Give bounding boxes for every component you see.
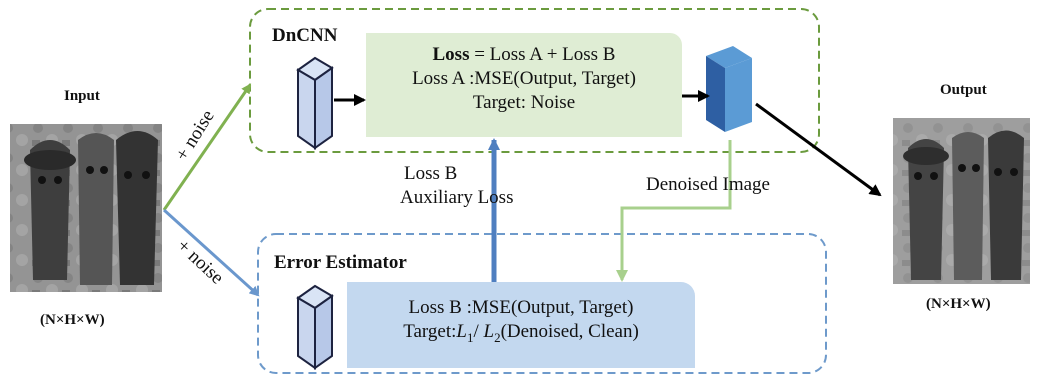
dncnn-target-text: Target: Noise: [472, 92, 576, 113]
norm-separator: /: [473, 321, 484, 342]
l1-symbol: L: [456, 321, 467, 342]
l2-subscript: 2: [494, 329, 501, 345]
output-cube-icon: [706, 46, 752, 132]
loss-a-text: Loss A :MSE(Output, Target): [412, 68, 636, 89]
error-estimator-region: [257, 233, 827, 374]
loss-b-line1: Loss B: [404, 163, 458, 184]
noise-label-top: + noise: [171, 106, 218, 164]
loss-formula: = Loss A + Loss B: [469, 44, 616, 65]
denoised-image-label: Denoised Image: [646, 174, 770, 195]
dncnn-title: DnCNN: [272, 25, 338, 46]
l2-symbol: L: [483, 321, 495, 342]
output-title: Output: [940, 82, 987, 98]
loss-label: Loss: [432, 44, 470, 65]
dncnn-region: [249, 8, 820, 153]
input-title: Input: [64, 88, 100, 104]
loss-b-line2: Auxiliary Loss: [400, 187, 514, 208]
error-target-prefix: Target:: [403, 321, 457, 342]
l1-subscript: 1: [466, 329, 474, 345]
error-target-text: Target:L1/ L2(Denoised, Clean): [347, 320, 695, 350]
loss-b-text: Loss B :MSE(Output, Target): [408, 297, 634, 318]
noise-arrow-top: [162, 83, 252, 211]
error-estimator-layer-icon: [296, 284, 334, 370]
input-image: [10, 124, 162, 292]
error-estimator-loss-box: Loss B :MSE(Output, Target) Target:L1/ L…: [347, 282, 695, 368]
error-estimator-title: Error Estimator: [274, 252, 407, 273]
dncnn-layer-icon: [296, 56, 334, 150]
arrow-to-output-image: [755, 102, 882, 197]
dncnn-loss-box: Loss = Loss A + Loss B Loss A :MSE(Outpu…: [366, 33, 682, 137]
output-image: [893, 118, 1030, 284]
input-dims: (N×H×W): [40, 312, 105, 328]
loss-b-label: Loss B Auxiliary Loss: [400, 162, 513, 210]
error-target-suffix: (Denoised, Clean): [500, 321, 639, 342]
output-dims: (N×H×W): [926, 296, 991, 312]
denoised-image-arrow: [616, 140, 732, 282]
noise-arrow-bottom: [162, 208, 260, 297]
